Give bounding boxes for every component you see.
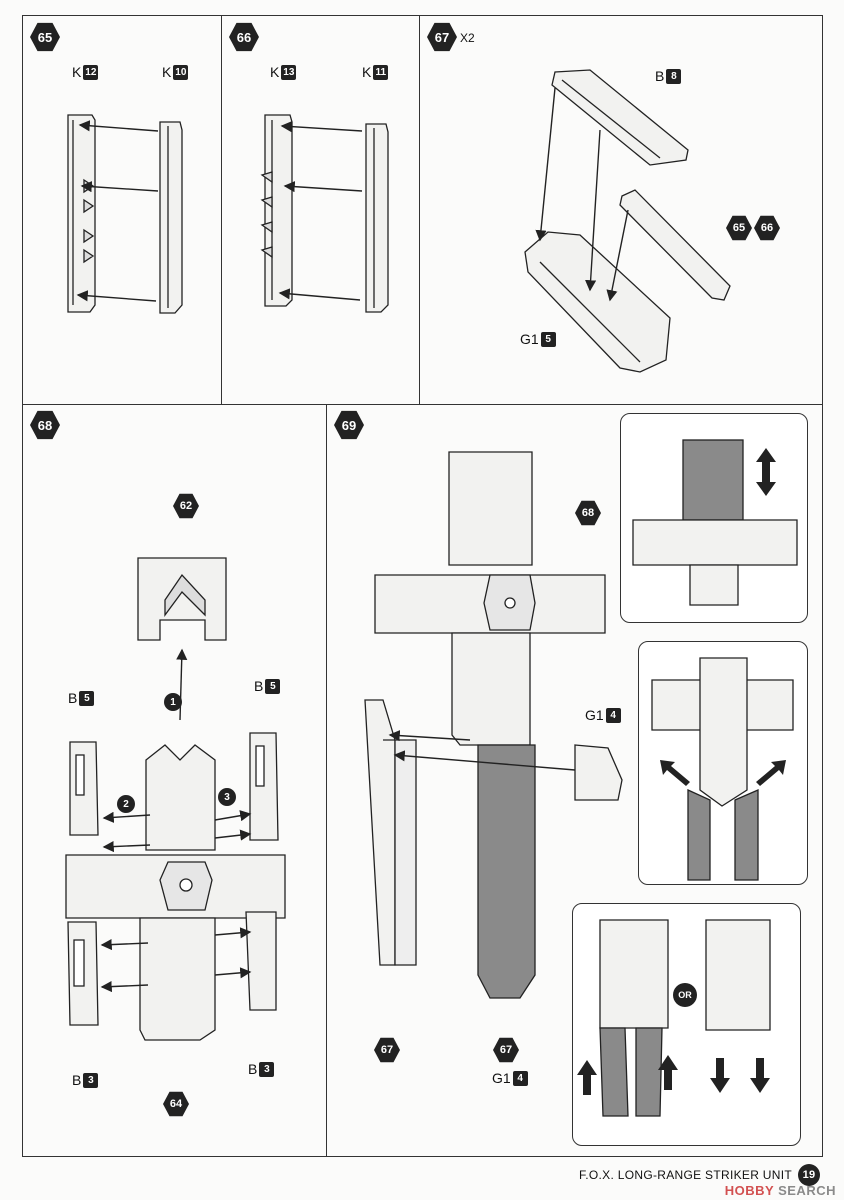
- part-number: 11: [373, 64, 389, 80]
- part-b5-right-drawing: [249, 732, 279, 841]
- step-number-69: 69: [334, 410, 364, 440]
- watermark: HOBBY SEARCH: [725, 1183, 836, 1198]
- step-number-68: 68: [30, 410, 60, 440]
- detail-extend-drawing: [599, 919, 771, 1117]
- assembled-cross-drawing: [374, 451, 606, 999]
- part-letter: K: [162, 64, 172, 80]
- part-letter: G1: [492, 1070, 511, 1086]
- part-letter: K: [270, 64, 280, 80]
- part-number: 3: [83, 1072, 99, 1088]
- part-letter: K: [72, 64, 82, 80]
- part-letter: B: [68, 690, 78, 706]
- page-footer: F.O.X. LONG-RANGE STRIKER UNIT 19: [579, 1164, 820, 1186]
- part-number: 5: [265, 678, 281, 694]
- part-g1-5-drawing: [524, 231, 671, 373]
- watermark-word: SEARCH: [778, 1183, 836, 1198]
- order-marker-2: 2: [117, 795, 135, 813]
- motion-arrows: [577, 448, 786, 1095]
- part-62-drawing: [137, 557, 227, 641]
- part-number: 10: [173, 64, 189, 80]
- part-k11-drawing: [365, 123, 389, 313]
- body-assembly-68-drawing: [65, 744, 286, 1041]
- part-number: 13: [281, 64, 297, 80]
- or-marker: OR: [673, 983, 697, 1007]
- part-letter: B: [248, 1061, 258, 1077]
- part-k10-drawing: [159, 121, 183, 314]
- part-number: 8: [666, 68, 682, 84]
- part-g1-4-drawing: [574, 744, 623, 801]
- part-letter: G1: [585, 707, 604, 723]
- part-letter: B: [72, 1072, 82, 1088]
- order-marker-3: 3: [218, 788, 236, 806]
- detail-slide-drawing: [632, 439, 798, 606]
- part-number: 4: [605, 707, 621, 723]
- detail-split-drawing: [651, 657, 794, 881]
- ref-step-67-left: 67: [374, 1037, 400, 1063]
- direction-arrows: [76, 87, 629, 993]
- part-b5-left-drawing: [69, 741, 99, 836]
- part-67-left-drawing: [364, 699, 417, 966]
- part-number: 4: [512, 1070, 528, 1086]
- order-marker-1: 1: [164, 693, 182, 711]
- part-letter: B: [655, 68, 665, 84]
- page-number: 19: [798, 1164, 820, 1186]
- part-letter: K: [362, 64, 372, 80]
- part-number: 3: [259, 1061, 275, 1077]
- panel-step-69: [326, 404, 823, 1157]
- part-b3-right-drawing: [245, 911, 277, 1011]
- part-letter: G1: [520, 331, 539, 347]
- part-number: 5: [79, 690, 95, 706]
- part-number: 12: [83, 64, 99, 80]
- part-k12-drawing: [67, 114, 96, 313]
- part-k13-drawing: [260, 114, 293, 307]
- part-b8-drawing: [551, 69, 689, 166]
- part-rail-drawing: [619, 189, 731, 301]
- ref-step-67-right: 67: [493, 1037, 519, 1063]
- ref-step-64: 64: [163, 1091, 189, 1117]
- part-b3-left-drawing: [67, 921, 99, 1026]
- footer-title: F.O.X. LONG-RANGE STRIKER UNIT: [578, 1168, 792, 1182]
- part-letter: B: [254, 678, 264, 694]
- watermark-brand: HOBBY: [724, 1183, 774, 1198]
- part-number: 5: [540, 331, 556, 347]
- step-67-multiplier: X2: [460, 31, 475, 45]
